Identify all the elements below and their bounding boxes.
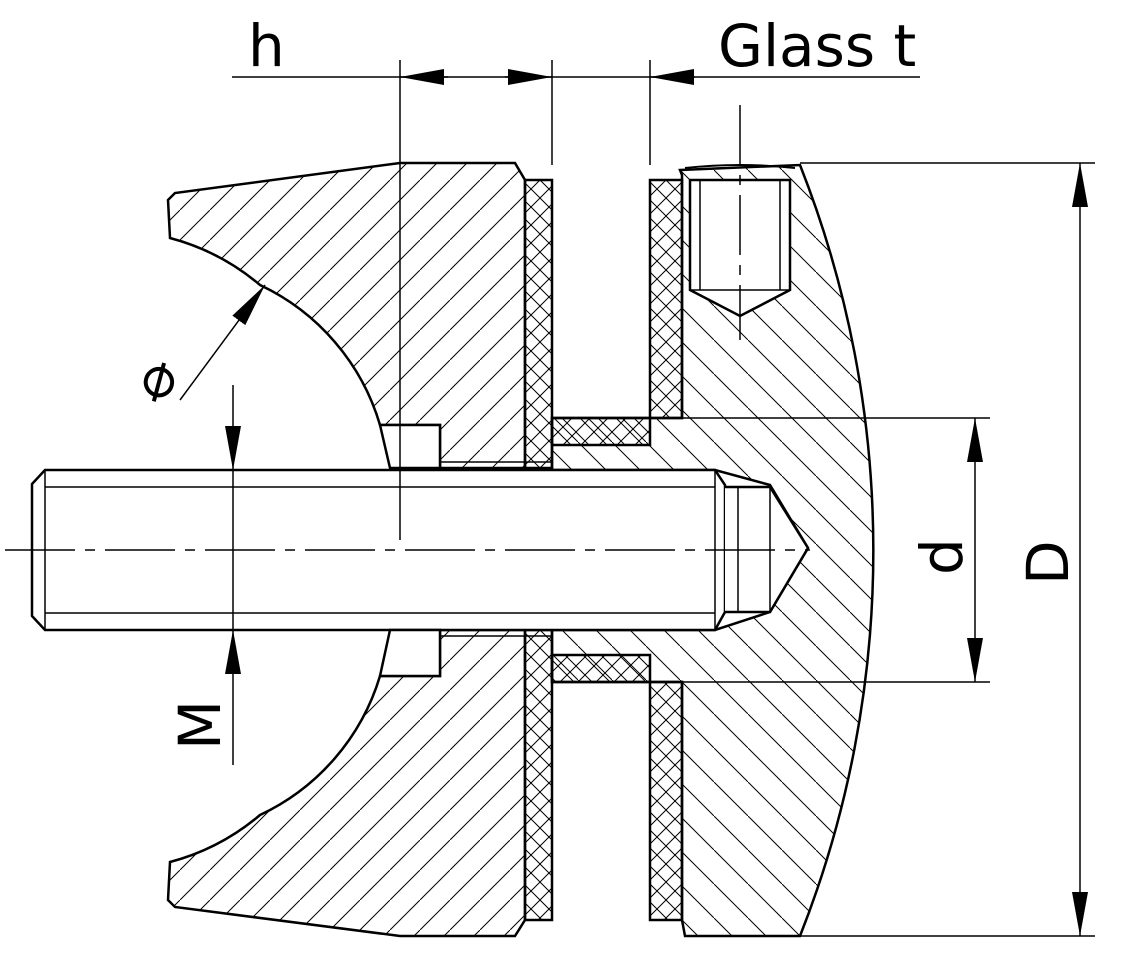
label-diameter: ⌀ <box>124 339 188 415</box>
label-M: M <box>166 700 234 750</box>
label-D: D <box>1014 540 1082 585</box>
washer-shoulder <box>378 423 552 678</box>
left-clamp-lower <box>166 628 527 938</box>
label-glass-thickness: Glass t <box>718 12 916 80</box>
center-lines <box>5 105 810 551</box>
left-clamp-upper <box>166 161 527 470</box>
label-d: d <box>908 538 976 575</box>
label-h: h <box>248 12 285 80</box>
dimension-lines <box>179 60 1095 937</box>
